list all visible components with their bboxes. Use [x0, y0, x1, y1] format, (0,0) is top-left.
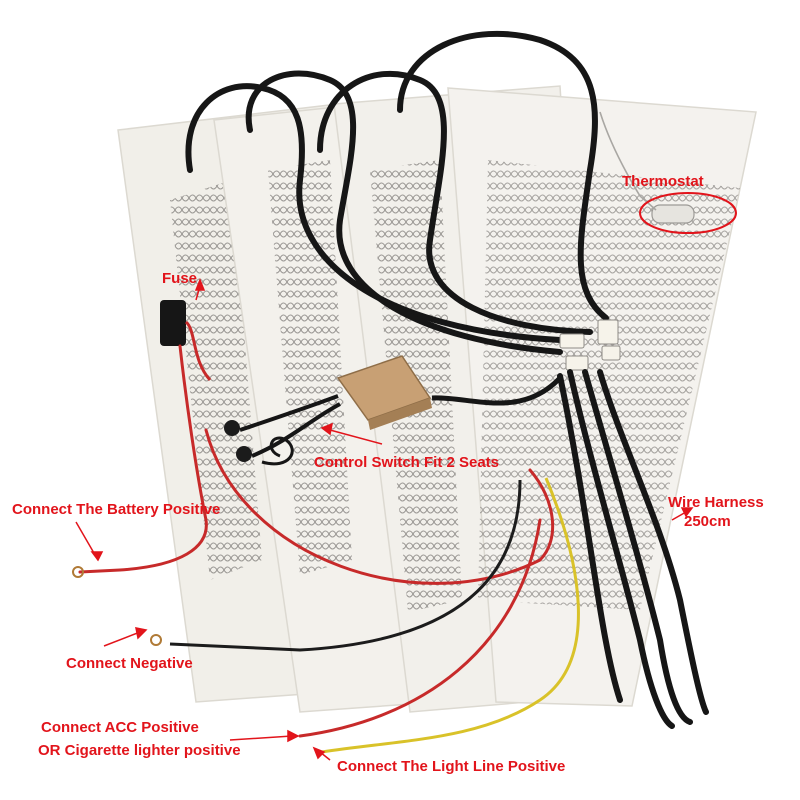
acc-positive-label: Connect ACC Positive	[41, 719, 199, 736]
wire-harness-length-label: 250cm	[684, 513, 731, 530]
wire-harness-label: Wire Harness	[668, 494, 764, 511]
red-wires	[78, 344, 555, 738]
thermostat-callout-ellipse	[639, 192, 737, 234]
negative-label: Connect Negative	[66, 655, 193, 672]
control-switch-box	[336, 355, 562, 430]
thermostat-sensor	[599, 111, 695, 224]
fuse-holder	[160, 300, 212, 382]
battery-terminal-ring	[72, 566, 84, 578]
pad-cables	[185, 30, 609, 355]
light-line-label: Connect The Light Line Positive	[337, 758, 566, 775]
wire-harness-bundle	[557, 369, 709, 729]
fuse-label: Fuse	[162, 270, 198, 287]
battery-positive-label: Connect The Battery Positive	[12, 501, 221, 518]
negative-wire	[169, 479, 522, 652]
pad-connectors	[559, 319, 621, 371]
negative-terminal-ring	[150, 634, 162, 646]
thermostat-label: Thermostat	[622, 173, 704, 190]
light-line-wire	[321, 477, 580, 754]
rocker-switches	[224, 394, 341, 466]
heating-pad-4	[447, 87, 757, 707]
callout-lines	[75, 192, 737, 761]
cigarette-lighter-label: OR Cigarette lighter positive	[38, 742, 241, 759]
control-switch-label: Control Switch Fit 2 Seats	[314, 454, 500, 471]
